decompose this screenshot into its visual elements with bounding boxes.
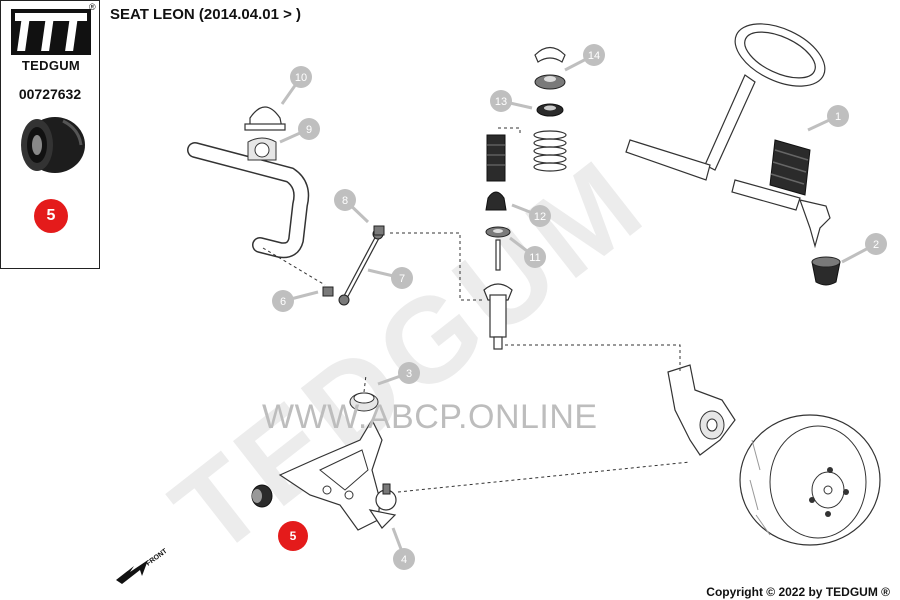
callout-12: 12 bbox=[529, 205, 551, 227]
svg-text:9: 9 bbox=[306, 124, 312, 136]
svg-text:4: 4 bbox=[401, 554, 407, 566]
steering-boot bbox=[769, 139, 811, 196]
callout-7: 7 bbox=[391, 267, 413, 289]
svg-text:11: 11 bbox=[529, 252, 540, 264]
front-label: FRONT bbox=[145, 547, 169, 567]
callout-13: 13 bbox=[490, 90, 512, 112]
bump-stop bbox=[485, 191, 507, 211]
svg-text:3: 3 bbox=[406, 368, 412, 380]
callout-6: 6 bbox=[272, 290, 294, 312]
callout-1: 1 bbox=[827, 105, 849, 127]
rear-arm-bushing bbox=[349, 392, 379, 412]
vehicle-title: SEAT LEON (2014.04.01 > ) bbox=[110, 6, 302, 23]
brand-name: TEDGUM bbox=[21, 58, 81, 73]
svg-text:1: 1 bbox=[835, 111, 841, 123]
ball-joint bbox=[368, 483, 397, 529]
copyright-text: Copyright © 2022 by TEDGUM ® bbox=[706, 585, 890, 599]
front-arrow-icon: FRONT bbox=[116, 547, 169, 584]
steering-knuckle bbox=[667, 364, 736, 456]
bushing-photo bbox=[21, 117, 85, 173]
watermark-url: WWW.ABCP.ONLINE bbox=[262, 398, 598, 436]
callout-11: 11 bbox=[524, 246, 546, 268]
svg-text:14: 14 bbox=[588, 50, 600, 62]
callout-8: 8 bbox=[334, 189, 356, 211]
part-number: 00727632 bbox=[18, 86, 82, 102]
callout-2: 2 bbox=[865, 233, 887, 255]
spring-seat bbox=[485, 226, 511, 238]
tedgum-logo bbox=[11, 9, 91, 55]
steering-column bbox=[625, 23, 831, 249]
svg-text:2: 2 bbox=[873, 239, 879, 251]
highlight-badge-diagram: 5 bbox=[278, 521, 308, 551]
callout-4: 4 bbox=[393, 548, 415, 570]
svg-text:13: 13 bbox=[495, 96, 507, 108]
svg-text:12: 12 bbox=[534, 211, 546, 223]
assembly-lines bbox=[262, 127, 691, 493]
dust-boot bbox=[486, 134, 506, 182]
svg-text:6: 6 bbox=[280, 296, 286, 308]
top-mount-cover bbox=[534, 46, 566, 63]
svg-text:TEDGUM: TEDGUM bbox=[149, 133, 670, 581]
svg-text:10: 10 bbox=[295, 72, 307, 84]
watermark-logo: TEDGUM bbox=[149, 133, 670, 581]
part-info-panel: ® TEDGUM 00727632 5 bbox=[0, 0, 100, 269]
stabilizer-bar bbox=[187, 142, 310, 259]
registered-mark: ® bbox=[89, 2, 96, 12]
coil-spring bbox=[533, 130, 567, 172]
callout-9: 9 bbox=[298, 118, 320, 140]
callout-3: 3 bbox=[398, 362, 420, 384]
callout-10: 10 bbox=[290, 66, 312, 88]
stabilizer-clamp bbox=[244, 106, 286, 131]
stabilizer-bushing bbox=[247, 137, 277, 161]
svg-text:8: 8 bbox=[342, 195, 348, 207]
callout-14: 14 bbox=[583, 44, 605, 66]
control-arm bbox=[278, 418, 383, 531]
svg-text:7: 7 bbox=[399, 273, 405, 285]
ball-joint-cap bbox=[811, 256, 841, 286]
highlight-badge: 5 bbox=[34, 199, 68, 233]
shock-absorber bbox=[483, 239, 513, 350]
strut-bearing bbox=[536, 103, 564, 117]
front-arm-bushing bbox=[251, 484, 273, 508]
link-nut-lower bbox=[322, 286, 334, 297]
link-nut-upper bbox=[373, 225, 385, 236]
wheel bbox=[739, 414, 881, 546]
stabilizer-link bbox=[338, 228, 384, 306]
top-mount bbox=[534, 74, 566, 90]
